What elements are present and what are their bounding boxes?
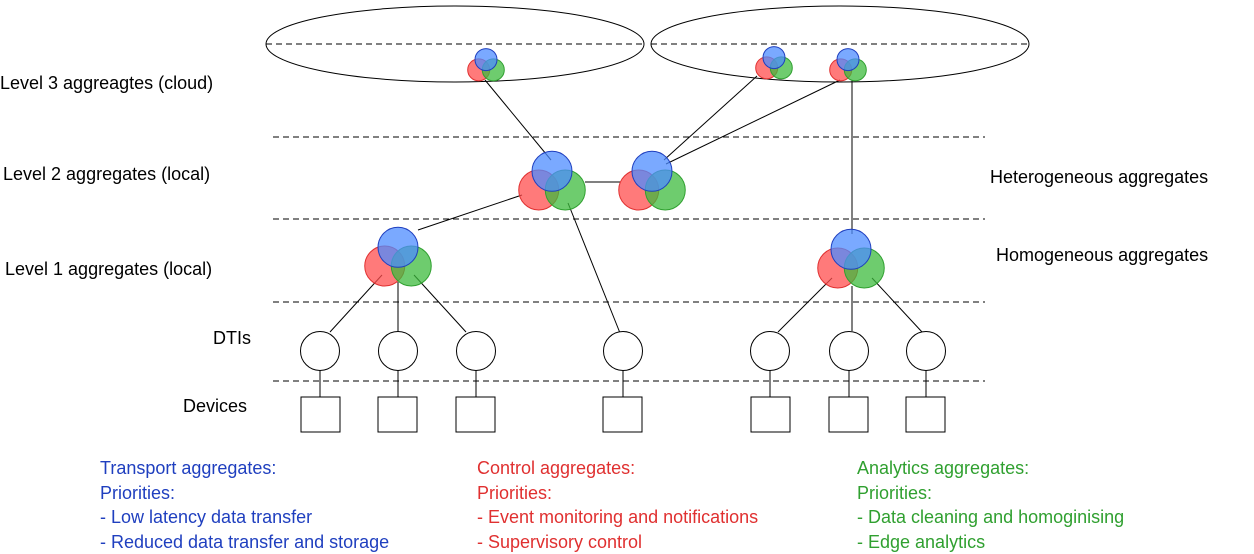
dti-node: [604, 332, 643, 371]
legend-control-title: Control aggregates:: [477, 456, 758, 481]
aggregate-level2-a: [519, 151, 586, 210]
aggregate-clusters: [365, 47, 885, 288]
legend-control-item: - Supervisory control: [477, 530, 758, 554]
blue-aggregate-circle: [632, 151, 672, 191]
legend-control-item: - Event monitoring and notifications: [477, 505, 758, 530]
level1-label: Level 1 aggregates (local): [5, 259, 212, 279]
dti-node: [301, 332, 340, 371]
aggregate-level1-a: [365, 227, 432, 286]
level2-label: Level 2 aggregates (local): [3, 164, 210, 184]
legend-analytics-item: - Edge analytics: [857, 530, 1124, 554]
blue-aggregate-circle: [831, 229, 871, 269]
homogeneous-label: Homogeneous aggregates: [996, 245, 1208, 265]
edge-l1b-to-dti5: [778, 278, 832, 332]
edge-cloud-right1-to-l2b: [664, 76, 757, 160]
dti-node: [457, 332, 496, 371]
heterogeneous-label: Heterogeneous aggregates: [990, 167, 1208, 187]
legend-transport-item: - Reduced data transfer and storage: [100, 530, 389, 554]
legend-transport-priorities: Priorities:: [100, 481, 389, 506]
edge-l1b-to-dti7: [872, 278, 922, 332]
legend-transport-item: - Low latency data transfer: [100, 505, 389, 530]
aggregate-cloud-right-2: [830, 49, 867, 81]
device-node: [906, 397, 945, 432]
edge-cloud-left-to-l2a: [485, 80, 551, 160]
legend-analytics-item: - Data cleaning and homoginising: [857, 505, 1124, 530]
aggregation-hierarchy-diagram: Level 3 aggreagtes (cloud) Level 2 aggre…: [0, 0, 1254, 460]
device-node: [829, 397, 868, 432]
device-node: [456, 397, 495, 432]
dti-node: [907, 332, 946, 371]
device-node: [301, 397, 340, 432]
legend-transport: Transport aggregates: Priorities: - Low …: [100, 456, 389, 554]
blue-aggregate-circle: [837, 49, 859, 71]
device-node: [603, 397, 642, 432]
legend-control-priorities: Priorities:: [477, 481, 758, 506]
legend-control: Control aggregates: Priorities: - Event …: [477, 456, 758, 554]
dti-node: [830, 332, 869, 371]
dti-node: [751, 332, 790, 371]
aggregate-level2-b: [619, 151, 686, 210]
edge-l2a-to-l1a: [418, 195, 522, 230]
legend-analytics-title: Analytics aggregates:: [857, 456, 1124, 481]
aggregate-cloud-left: [468, 49, 505, 81]
device-node: [751, 397, 790, 432]
dti-nodes: [301, 332, 946, 371]
edge-cloud-right2-to-l2b: [666, 80, 840, 164]
legend-analytics: Analytics aggregates: Priorities: - Data…: [857, 456, 1124, 554]
legend-analytics-priorities: Priorities:: [857, 481, 1124, 506]
legend-transport-title: Transport aggregates:: [100, 456, 389, 481]
blue-aggregate-circle: [532, 151, 572, 191]
aggregate-cloud-right-1: [756, 47, 793, 79]
level3-label: Level 3 aggreagtes (cloud): [0, 73, 213, 93]
blue-aggregate-circle: [763, 47, 785, 69]
device-nodes: [301, 397, 945, 432]
blue-aggregate-circle: [378, 227, 418, 267]
devices-label: Devices: [183, 396, 247, 416]
blue-aggregate-circle: [475, 49, 497, 71]
edge-l2a-to-dti4: [568, 203, 620, 333]
dtis-label: DTIs: [213, 328, 251, 348]
aggregate-level1-b: [818, 229, 885, 288]
dti-node: [379, 332, 418, 371]
device-node: [378, 397, 417, 432]
